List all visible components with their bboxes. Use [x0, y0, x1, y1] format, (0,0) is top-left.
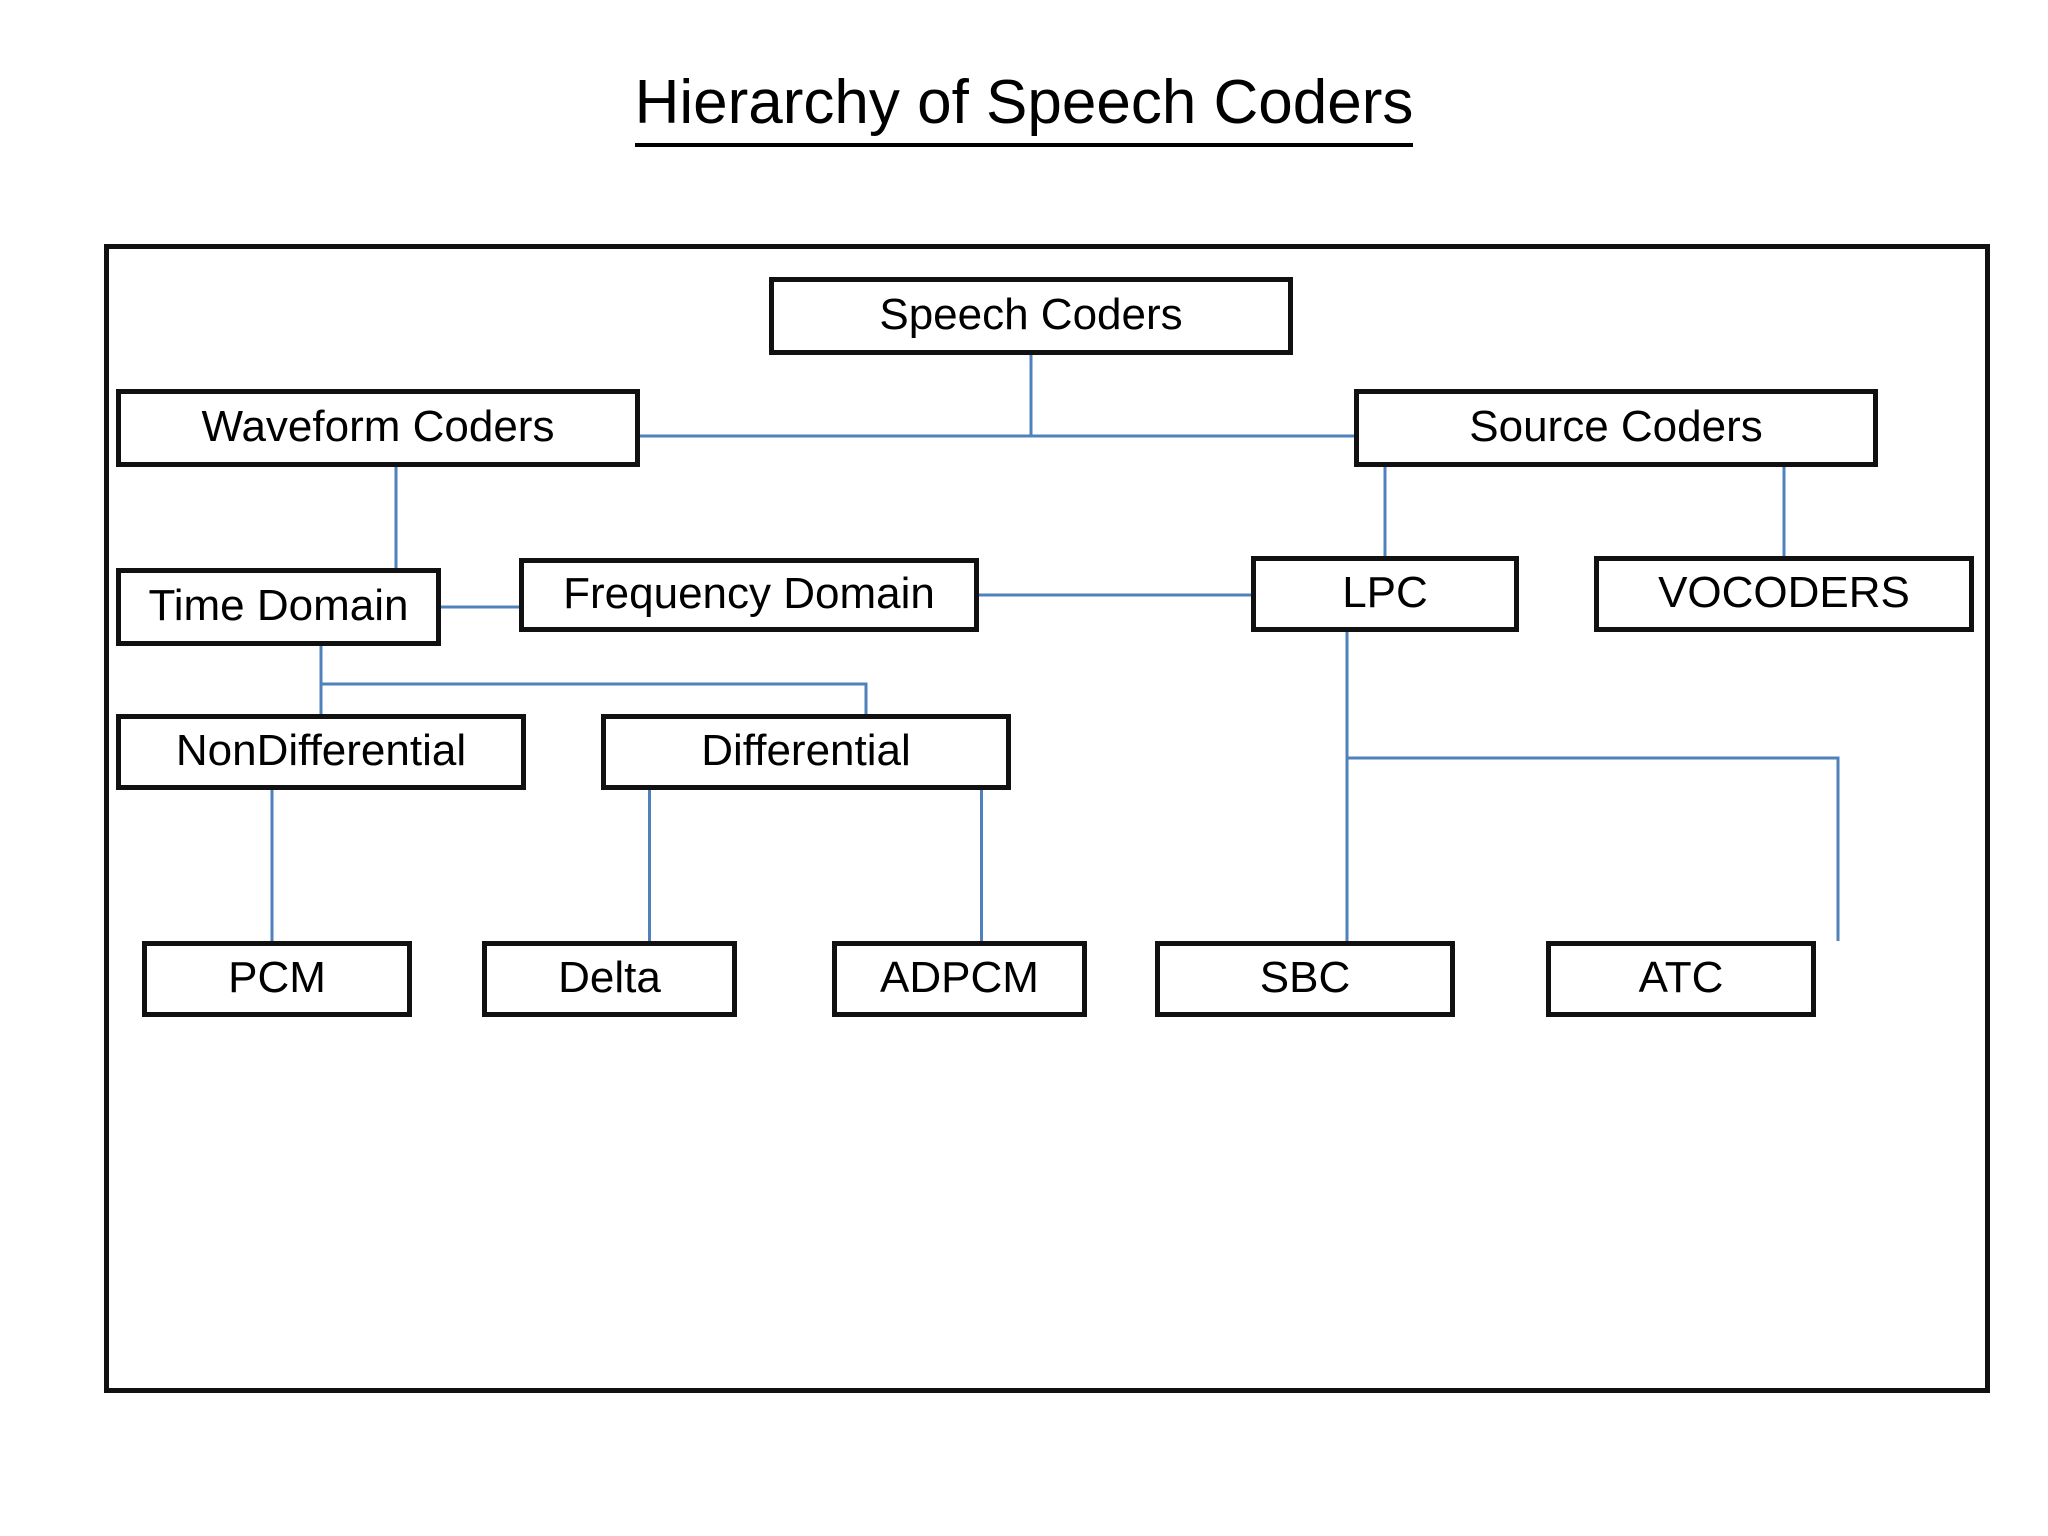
node-label-delta: Delta [552, 956, 667, 1000]
node-label-atc: ATC [1633, 956, 1730, 1000]
node-label-time-domain: Time Domain [143, 584, 415, 628]
node-waveform-coders[interactable]: Waveform Coders [116, 389, 640, 467]
node-label-vocoders: VOCODERS [1652, 571, 1916, 615]
node-label-differential: Differential [695, 729, 917, 773]
page-title-text: Hierarchy of Speech Coders [635, 68, 1414, 147]
node-vocoders[interactable]: VOCODERS [1594, 556, 1974, 632]
node-label-sbc: SBC [1254, 956, 1356, 1000]
node-label-frequency-domain: Frequency Domain [557, 572, 941, 616]
node-label-waveform-coders: Waveform Coders [196, 405, 561, 449]
node-label-source-coders: Source Coders [1463, 405, 1768, 449]
node-sbc[interactable]: SBC [1155, 941, 1455, 1017]
node-speech-coders[interactable]: Speech Coders [769, 277, 1293, 355]
node-atc[interactable]: ATC [1546, 941, 1816, 1017]
node-frequency-domain[interactable]: Frequency Domain [519, 558, 979, 632]
node-nondifferential[interactable]: NonDifferential [116, 714, 526, 790]
node-adpcm[interactable]: ADPCM [832, 941, 1087, 1017]
node-label-adpcm: ADPCM [874, 956, 1045, 1000]
node-source-coders[interactable]: Source Coders [1354, 389, 1878, 467]
node-label-lpc: LPC [1336, 571, 1434, 615]
node-label-speech-coders: Speech Coders [873, 293, 1188, 337]
node-differential[interactable]: Differential [601, 714, 1011, 790]
node-pcm[interactable]: PCM [142, 941, 412, 1017]
node-label-nondifferential: NonDifferential [170, 729, 472, 773]
node-label-pcm: PCM [222, 956, 332, 1000]
node-lpc[interactable]: LPC [1251, 556, 1519, 632]
node-delta[interactable]: Delta [482, 941, 737, 1017]
node-time-domain[interactable]: Time Domain [116, 568, 441, 646]
page-title: Hierarchy of Speech Coders [0, 70, 2048, 135]
